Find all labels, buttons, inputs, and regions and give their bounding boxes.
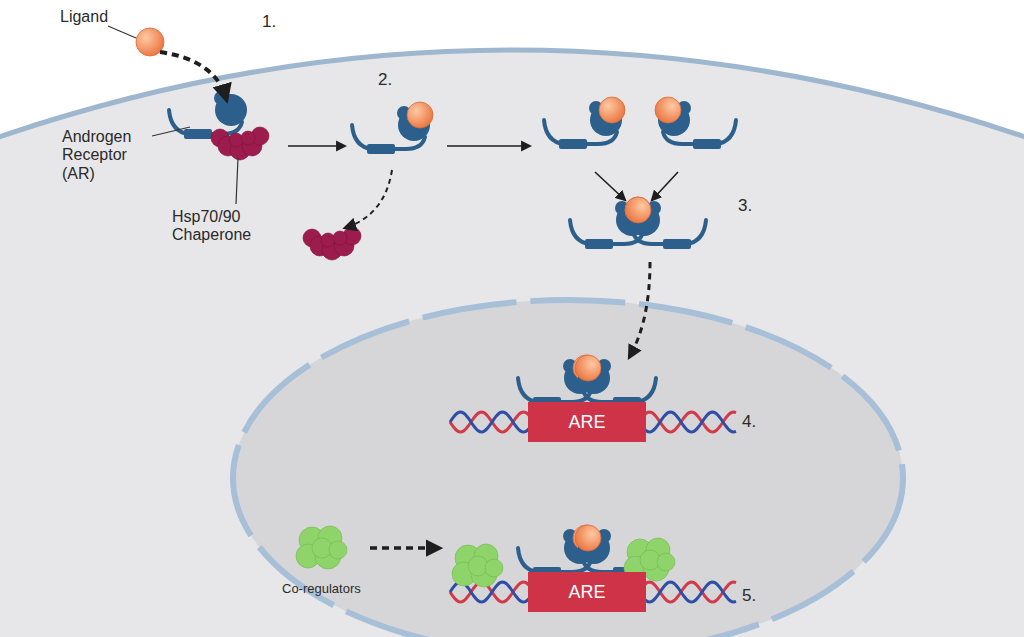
response-element-box: ARE	[528, 402, 646, 442]
binding-arrow	[160, 52, 226, 98]
callout-number: 4.	[742, 412, 756, 432]
step-arrow	[595, 172, 625, 200]
release-arrow	[345, 170, 392, 228]
hsp-chaperone-part	[321, 233, 335, 247]
co-regulator-part	[329, 541, 347, 559]
androgen-receptor	[352, 102, 433, 154]
hsp-chaperone	[211, 127, 269, 160]
element-label: ARE	[568, 582, 605, 603]
dna-binding-domain	[184, 129, 212, 139]
leader-line	[152, 127, 190, 136]
callout-number: 1.	[262, 12, 276, 32]
dna-strand	[450, 582, 736, 602]
step-arrow	[288, 145, 345, 147]
ligand	[136, 28, 164, 56]
ligand-label: Ligand	[60, 8, 108, 26]
callout-number: 3.	[738, 196, 752, 216]
ligand	[599, 97, 625, 123]
chaperone-label: Hsp70/90 Chaperone	[172, 208, 272, 245]
response-element-box: ARE	[528, 572, 646, 612]
hsp-chaperone	[303, 227, 361, 260]
hsp-chaperone-part	[241, 131, 255, 145]
leader-line	[108, 26, 136, 38]
androgen-receptor	[575, 355, 656, 407]
step-arrow	[447, 145, 530, 147]
step-arrow	[652, 172, 678, 200]
element-label: ARE	[568, 412, 605, 433]
cell-membrane	[0, 50, 1024, 140]
dna-binding-domain	[585, 239, 613, 249]
nuclear-membrane	[233, 300, 903, 637]
ligand	[625, 197, 651, 223]
dna-strand	[450, 582, 736, 602]
hsp-chaperone-part	[333, 231, 347, 245]
translocation-arrow	[630, 262, 650, 356]
co-regulator-part	[657, 553, 675, 571]
recruit-arrow	[370, 546, 438, 550]
dna-strand	[450, 412, 736, 432]
dna-binding-domain	[693, 139, 721, 149]
leader-line	[236, 158, 238, 204]
ligand	[655, 97, 681, 123]
androgen-receptor	[625, 197, 706, 249]
nucleus	[233, 300, 903, 637]
ligand	[407, 102, 433, 128]
dna-binding-domain	[367, 144, 395, 154]
dna-binding-domain	[559, 139, 587, 149]
receptor-label: Androgen Receptor (AR)	[62, 128, 154, 183]
dna-binding-domain	[663, 239, 691, 249]
callout-number: 2.	[378, 70, 392, 90]
hsp-chaperone-part	[229, 133, 243, 147]
dna-strand	[450, 412, 736, 432]
co-regulator-label: Co-regulators	[282, 582, 361, 597]
ligand	[625, 197, 651, 223]
molecules	[136, 28, 736, 587]
androgen-receptor	[544, 97, 625, 149]
androgen-receptor	[169, 91, 247, 139]
androgen-receptor	[655, 97, 736, 149]
callout-number: 5.	[742, 586, 756, 606]
co-regulator	[452, 544, 503, 587]
ligand	[575, 525, 601, 551]
co-regulator	[296, 526, 347, 569]
co-regulator-part	[485, 559, 503, 577]
ligand	[575, 355, 601, 381]
